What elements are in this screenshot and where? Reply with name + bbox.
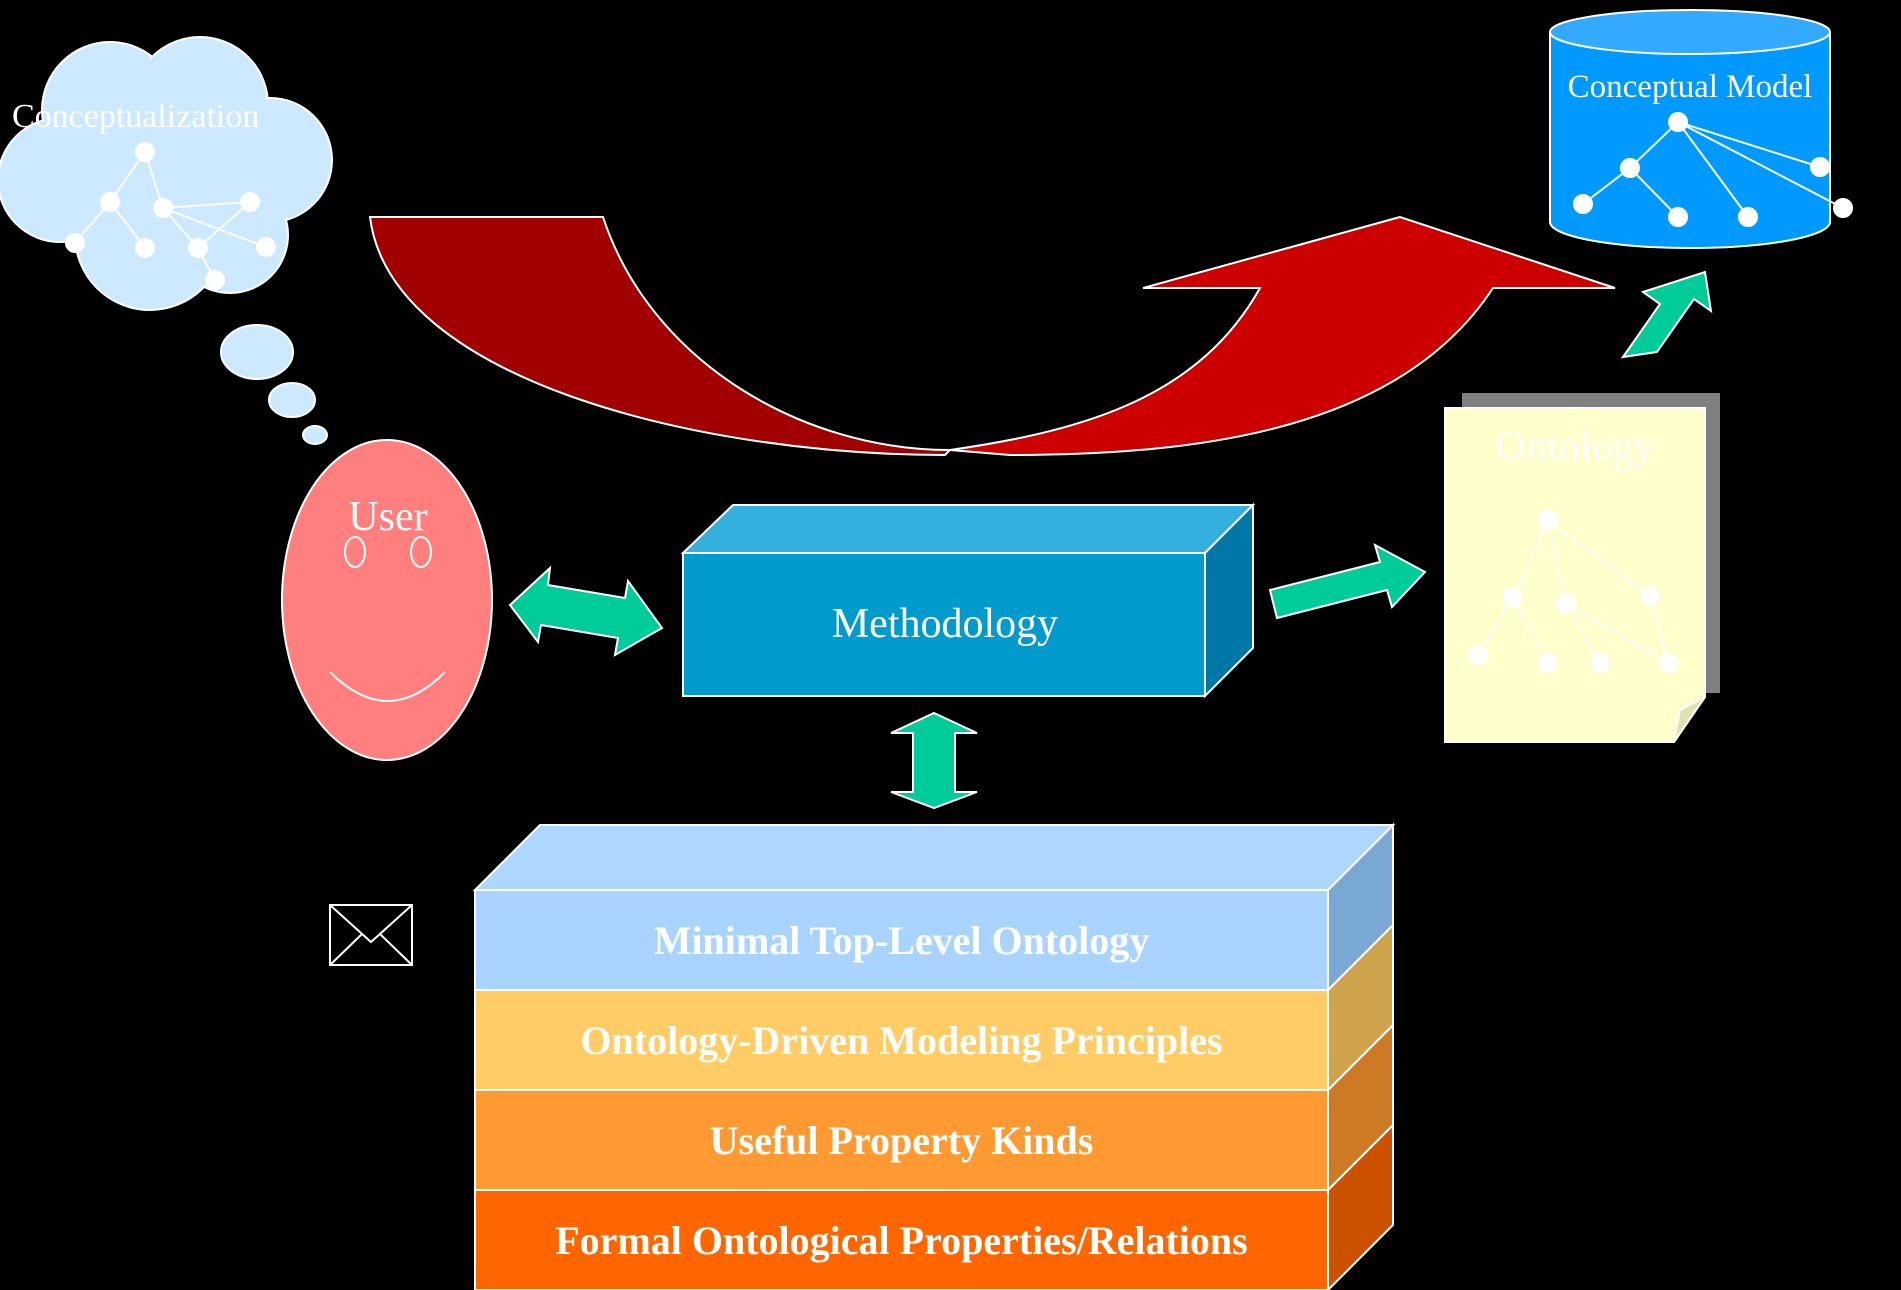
thought-bubbles xyxy=(220,324,328,445)
conceptual-model-graph-icon xyxy=(1573,112,1853,227)
layer-label: Useful Property Kinds xyxy=(710,1118,1094,1163)
left-eye-icon xyxy=(344,536,366,568)
layer-label: Ontology-Driven Modeling Principles xyxy=(580,1018,1222,1063)
smile-icon xyxy=(329,671,446,702)
layer-label: Formal Ontological Properties/Relations xyxy=(555,1218,1247,1263)
conceptual-model-database: Conceptual Model xyxy=(1549,9,1853,249)
methodology-label: Methodology xyxy=(832,601,1058,647)
arrow-to-conceptual-model xyxy=(1620,270,1713,359)
page-curl-icon xyxy=(1673,696,1706,743)
conceptualization-label: Conceptualization xyxy=(12,98,259,135)
layer-label: Minimal Top-Level Ontology xyxy=(654,918,1150,963)
arrow-methodology-ontology xyxy=(1268,542,1427,620)
layer-front xyxy=(474,889,1329,991)
foundation-layer-stack: Formal Ontological Properties/Relations U… xyxy=(472,822,1396,1290)
red-curved-arrow xyxy=(368,215,1616,457)
layer-2: Ontology-Driven Modeling Principles xyxy=(474,922,1394,1093)
layer-1: Minimal Top-Level Ontology xyxy=(472,822,1396,993)
ontology-label: Ontology xyxy=(1496,424,1655,470)
user-face: User xyxy=(281,439,493,761)
conceptual-model-label: Conceptual Model xyxy=(1568,69,1813,105)
user-label: User xyxy=(348,494,427,540)
conceptualization-cloud: Conceptualization xyxy=(0,36,333,445)
right-eye-icon xyxy=(410,536,432,568)
layer-front xyxy=(474,989,1329,1091)
ontology-document: Ontology xyxy=(1444,393,1720,743)
envelope-icon[interactable] xyxy=(329,904,413,966)
conceptualization-graph-icon xyxy=(65,142,276,290)
layer-top xyxy=(472,824,1396,891)
methodology-box xyxy=(680,502,1256,699)
arrow-user-methodology xyxy=(508,565,664,657)
layer-3: Useful Property Kinds xyxy=(474,1022,1394,1193)
arrow-methodology-layers xyxy=(890,711,978,810)
ontology-graph-icon xyxy=(1468,510,1679,673)
